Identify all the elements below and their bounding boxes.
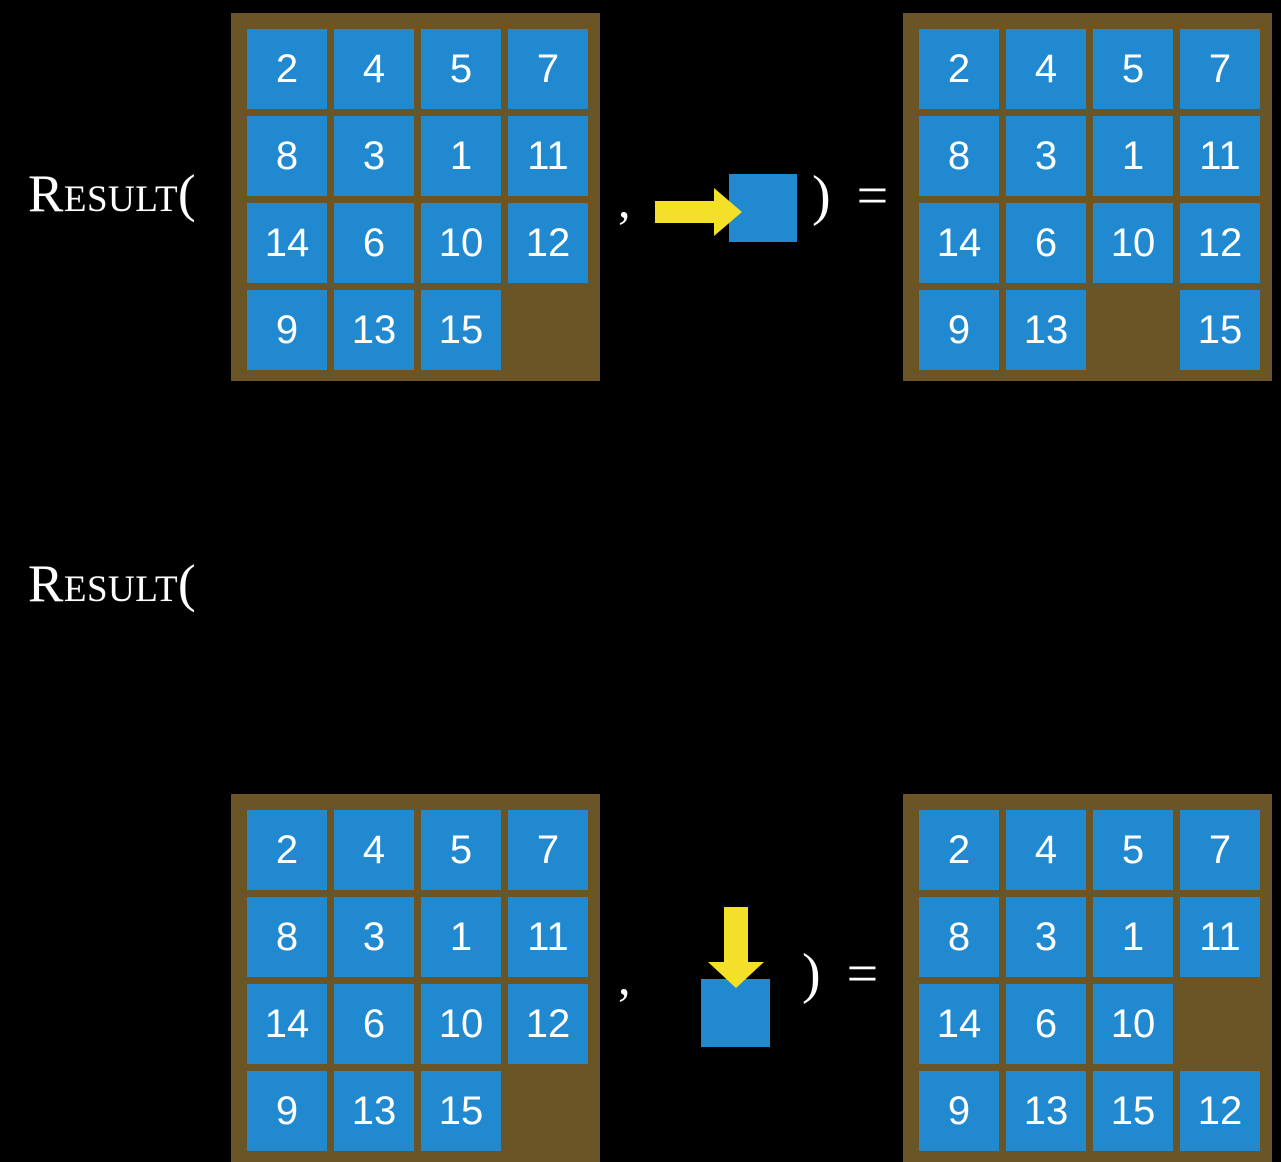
- tile-1[interactable]: 1: [421, 116, 501, 196]
- argument-separator-comma-1: ,: [618, 172, 631, 228]
- tile-9[interactable]: 9: [247, 1071, 327, 1151]
- tile-12[interactable]: 12: [1180, 1071, 1260, 1151]
- tile-14[interactable]: 14: [919, 984, 999, 1064]
- tile-11[interactable]: 11: [1180, 116, 1260, 196]
- tile-4[interactable]: 4: [1006, 810, 1086, 890]
- tile-15[interactable]: 15: [421, 290, 501, 370]
- tile-13[interactable]: 13: [1006, 290, 1086, 370]
- tile-2[interactable]: 2: [247, 29, 327, 109]
- tile-12[interactable]: 12: [508, 203, 588, 283]
- tile-12[interactable]: 12: [1180, 203, 1260, 283]
- result-function-label-2: Result(: [28, 555, 197, 613]
- tile-8[interactable]: 8: [247, 897, 327, 977]
- close-paren-equals-1: ) =: [812, 165, 895, 227]
- tile-12[interactable]: 12: [508, 984, 588, 1064]
- tile-2[interactable]: 2: [247, 810, 327, 890]
- arrow-right-icon: [655, 188, 765, 236]
- tile-15[interactable]: 15: [1180, 290, 1260, 370]
- tile-10[interactable]: 10: [421, 203, 501, 283]
- tile-10[interactable]: 10: [1093, 203, 1173, 283]
- arrow-head: [714, 188, 742, 236]
- tile-8[interactable]: 8: [919, 897, 999, 977]
- tile-14[interactable]: 14: [919, 203, 999, 283]
- tile-2[interactable]: 2: [919, 29, 999, 109]
- tile-7[interactable]: 7: [1180, 29, 1260, 109]
- tile-7[interactable]: 7: [1180, 810, 1260, 890]
- tile-15[interactable]: 15: [421, 1071, 501, 1151]
- tile-3[interactable]: 3: [1006, 116, 1086, 196]
- tile-3[interactable]: 3: [334, 116, 414, 196]
- tile-8[interactable]: 8: [919, 116, 999, 196]
- arrow-head: [708, 962, 764, 988]
- tile-13[interactable]: 13: [334, 290, 414, 370]
- tile-2[interactable]: 2: [919, 810, 999, 890]
- blank-cell: [1093, 290, 1173, 370]
- tile-5[interactable]: 5: [421, 29, 501, 109]
- arrow-shaft: [655, 201, 717, 223]
- tile-1[interactable]: 1: [1093, 897, 1173, 977]
- arrow-down-icon: [707, 907, 765, 1007]
- argument-separator-comma-2: ,: [618, 949, 631, 1005]
- tile-5[interactable]: 5: [1093, 29, 1173, 109]
- tile-7[interactable]: 7: [508, 810, 588, 890]
- tile-14[interactable]: 14: [247, 203, 327, 283]
- arrow-shaft: [724, 907, 748, 969]
- tile-15[interactable]: 15: [1093, 1071, 1173, 1151]
- tile-9[interactable]: 9: [919, 1071, 999, 1151]
- tile-10[interactable]: 10: [1093, 984, 1173, 1064]
- tile-4[interactable]: 4: [334, 810, 414, 890]
- blank-cell: [1180, 984, 1260, 1064]
- tile-13[interactable]: 13: [1006, 1071, 1086, 1151]
- tile-11[interactable]: 11: [508, 116, 588, 196]
- tile-4[interactable]: 4: [1006, 29, 1086, 109]
- tile-9[interactable]: 9: [247, 290, 327, 370]
- tile-1[interactable]: 1: [421, 897, 501, 977]
- tile-8[interactable]: 8: [247, 116, 327, 196]
- blank-cell: [508, 1071, 588, 1151]
- blank-cell: [508, 290, 588, 370]
- tile-13[interactable]: 13: [334, 1071, 414, 1151]
- tile-6[interactable]: 6: [1006, 984, 1086, 1064]
- tile-10[interactable]: 10: [421, 984, 501, 1064]
- tile-4[interactable]: 4: [334, 29, 414, 109]
- tile-9[interactable]: 9: [919, 290, 999, 370]
- tile-5[interactable]: 5: [421, 810, 501, 890]
- tile-6[interactable]: 6: [1006, 203, 1086, 283]
- tile-6[interactable]: 6: [334, 203, 414, 283]
- move-indicator-down[interactable]: [690, 890, 810, 1070]
- close-paren-equals-2: ) =: [802, 943, 885, 1005]
- tile-6[interactable]: 6: [334, 984, 414, 1064]
- tile-11[interactable]: 11: [1180, 897, 1260, 977]
- tile-11[interactable]: 11: [508, 897, 588, 977]
- move-indicator-right[interactable]: [650, 160, 810, 260]
- tile-1[interactable]: 1: [1093, 116, 1173, 196]
- tile-5[interactable]: 5: [1093, 810, 1173, 890]
- tile-3[interactable]: 3: [1006, 897, 1086, 977]
- result-function-label-1: Result(: [28, 165, 197, 223]
- tile-14[interactable]: 14: [247, 984, 327, 1064]
- tile-3[interactable]: 3: [334, 897, 414, 977]
- tile-7[interactable]: 7: [508, 29, 588, 109]
